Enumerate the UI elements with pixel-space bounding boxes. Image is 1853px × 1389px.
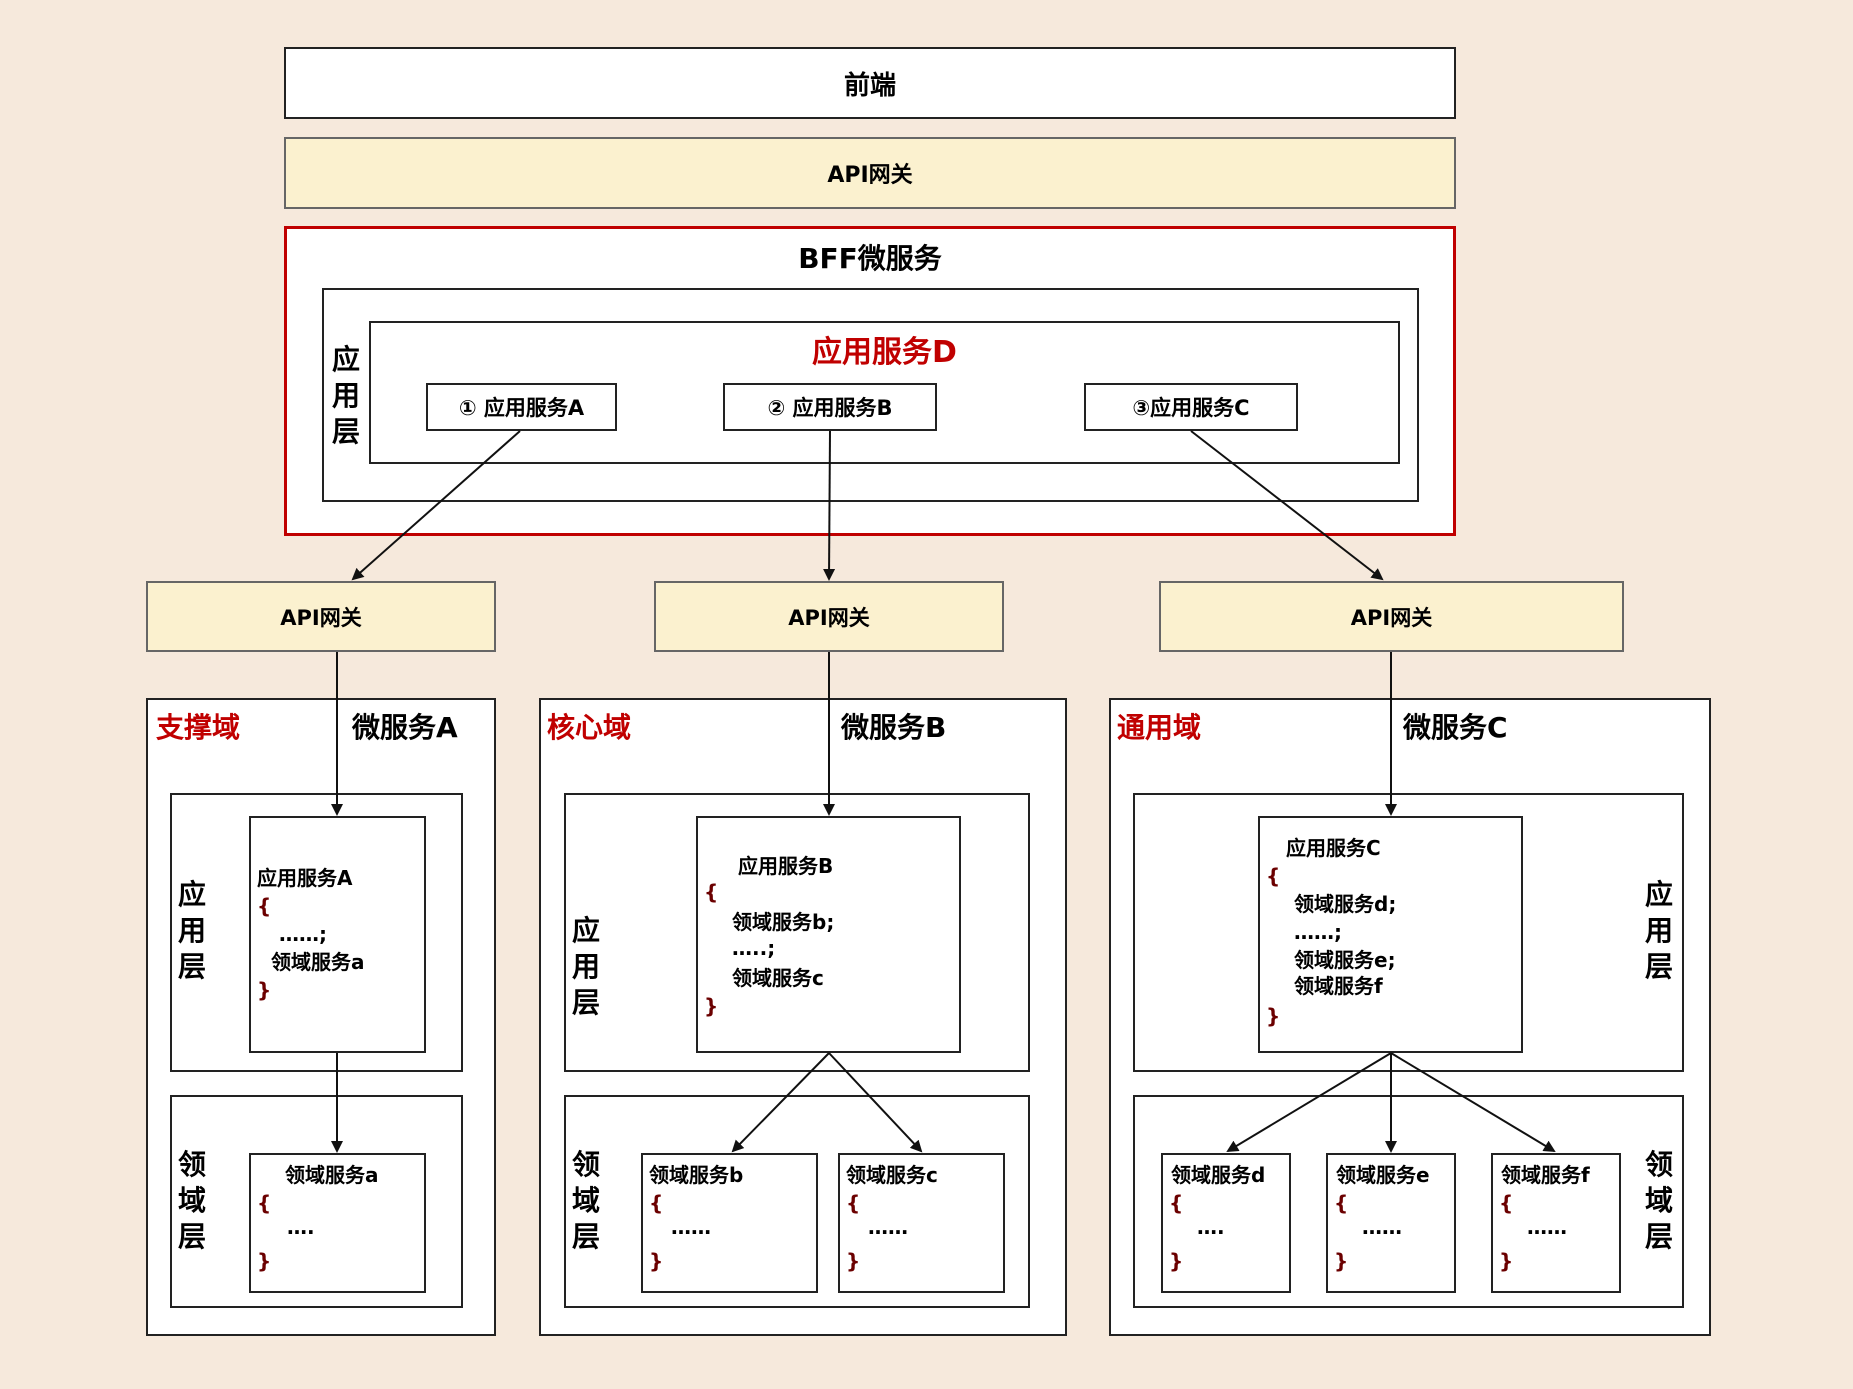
- domain-service-a: 领域服务a { …. }: [249, 1153, 426, 1293]
- bff-app-service-b: ② 应用服务B: [723, 383, 937, 431]
- domain-label-a: 支撑域: [156, 711, 241, 744]
- domain-service-d-close: }: [1169, 1249, 1184, 1273]
- domain-layer-b-label: 领域层: [571, 1148, 600, 1253]
- domain-service-f-body: ……: [1527, 1215, 1567, 1239]
- domain-service-c-open: {: [846, 1191, 861, 1215]
- top-api-gateway-label: API网关: [827, 163, 913, 188]
- domain-service-b-open: {: [649, 1191, 664, 1215]
- domain-service-b-close: }: [649, 1249, 664, 1273]
- bff-app-layer-label: 应用层: [331, 343, 360, 448]
- domain-service-a-title: 领域服务a: [285, 1163, 379, 1187]
- domain-service-c-close: }: [846, 1249, 861, 1273]
- app-service-c-code-line3: 领域服务e;: [1294, 948, 1396, 972]
- domain-service-a-body: ….: [287, 1215, 315, 1239]
- gateway-b-label: API网关: [788, 605, 870, 630]
- domain-service-e-body: ……: [1362, 1215, 1402, 1239]
- microservice-b-title: 微服务B: [841, 711, 947, 744]
- gateway-a-label: API网关: [280, 605, 362, 630]
- domain-service-e-title: 领域服务e: [1336, 1163, 1430, 1187]
- domain-service-d-title: 领域服务d: [1171, 1163, 1266, 1187]
- app-service-a-code: 应用服务A { ……; 领域服务a }: [249, 816, 426, 1053]
- app-service-c-code-title: 应用服务C: [1286, 836, 1381, 860]
- app-service-b-code-open: {: [704, 880, 719, 904]
- app-layer-c-label: 应用层: [1644, 878, 1673, 983]
- domain-service-c-body: ……: [868, 1215, 908, 1239]
- top-api-gateway: API网关: [284, 137, 1456, 209]
- bff-app-service-c-label: ③应用服务C: [1132, 396, 1250, 420]
- domain-service-e: 领域服务e { …… }: [1326, 1153, 1456, 1293]
- domain-service-c-title: 领域服务c: [846, 1163, 938, 1187]
- domain-service-b: 领域服务b { …… }: [641, 1153, 818, 1293]
- domain-layer-c-label: 领域层: [1644, 1148, 1673, 1253]
- frontend-box: 前端: [284, 47, 1456, 119]
- app-service-c-code-line4: 领域服务f: [1294, 974, 1383, 998]
- app-service-b-code-close: }: [704, 994, 719, 1018]
- bff-app-service-c: ③应用服务C: [1084, 383, 1298, 431]
- app-service-b-code-title: 应用服务B: [738, 854, 834, 878]
- bff-app-service-a-label: ① 应用服务A: [458, 396, 585, 420]
- app-service-c-code-close: }: [1266, 1004, 1281, 1028]
- domain-service-d-body: ….: [1197, 1215, 1225, 1239]
- domain-service-b-title: 领域服务b: [649, 1163, 744, 1187]
- app-service-a-code-line1: ……;: [279, 922, 327, 946]
- domain-service-a-open: {: [257, 1191, 272, 1215]
- domain-service-f-title: 领域服务f: [1501, 1163, 1590, 1187]
- app-service-b-code-line3: 领域服务c: [732, 966, 824, 990]
- gateway-c-label: API网关: [1350, 605, 1433, 630]
- app-service-c-code-open: {: [1266, 864, 1281, 888]
- microservice-c-title: 微服务C: [1403, 711, 1508, 744]
- domain-service-f-close: }: [1499, 1249, 1514, 1273]
- domain-service-f-open: {: [1499, 1191, 1514, 1215]
- domain-service-e-open: {: [1334, 1191, 1349, 1215]
- domain-service-d-open: {: [1169, 1191, 1184, 1215]
- app-service-b-code-line2: …..;: [732, 936, 776, 960]
- gateway-a: API网关: [146, 581, 496, 652]
- app-layer-b-label: 应用层: [571, 914, 600, 1019]
- app-service-a-code-line2: 领域服务a: [271, 950, 365, 974]
- app-layer-a-label: 应用层: [177, 878, 206, 983]
- domain-service-c: 领域服务c { …… }: [838, 1153, 1005, 1293]
- domain-service-b-body: ……: [671, 1215, 711, 1239]
- gateway-c: API网关: [1159, 581, 1624, 652]
- app-service-c-code-line2: ……;: [1294, 920, 1342, 944]
- microservice-a-title: 微服务A: [352, 711, 458, 744]
- app-service-c-code-line1: 领域服务d;: [1294, 892, 1397, 916]
- app-service-c-code: 应用服务C { 领域服务d; ……; 领域服务e; 领域服务f }: [1258, 816, 1523, 1053]
- domain-service-a-close: }: [257, 1249, 272, 1273]
- domain-label-b: 核心域: [547, 711, 632, 744]
- domain-service-d: 领域服务d { …. }: [1161, 1153, 1291, 1293]
- app-service-d-title: 应用服务D: [812, 335, 957, 370]
- domain-service-e-close: }: [1334, 1249, 1349, 1273]
- app-service-b-code: 应用服务B { 领域服务b; …..; 领域服务c }: [696, 816, 961, 1053]
- domain-layer-a-label: 领域层: [177, 1148, 206, 1253]
- bff-app-service-b-label: ② 应用服务B: [767, 396, 893, 420]
- app-service-b-code-line1: 领域服务b;: [732, 910, 835, 934]
- app-service-a-code-title: 应用服务A: [257, 866, 353, 890]
- frontend-label: 前端: [843, 70, 896, 101]
- bff-title: BFF微服务: [798, 242, 942, 275]
- bff-app-service-a: ① 应用服务A: [426, 383, 617, 431]
- app-service-a-code-close: }: [257, 978, 272, 1002]
- gateway-b: API网关: [654, 581, 1004, 652]
- domain-label-c: 通用域: [1117, 711, 1202, 744]
- app-service-a-code-open: {: [257, 894, 272, 918]
- domain-service-f: 领域服务f { …… }: [1491, 1153, 1621, 1293]
